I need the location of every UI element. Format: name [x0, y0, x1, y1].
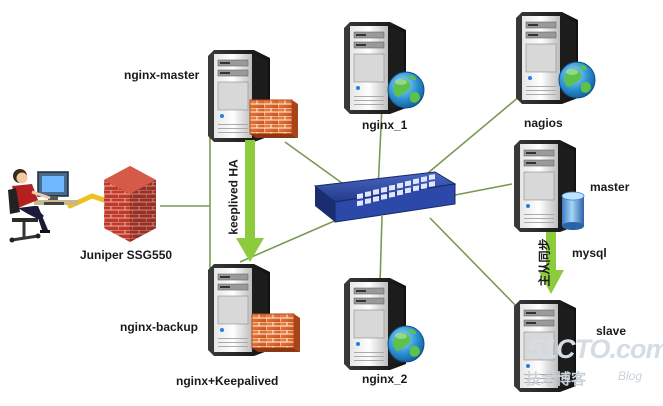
watermark-blog: Blog	[618, 369, 643, 383]
nagios-globe-icon	[558, 61, 596, 99]
replication-label: 主从同步	[537, 238, 552, 287]
juniper-firewall-icon	[104, 166, 156, 242]
link-switch-master	[449, 183, 513, 197]
nginx-master-firewall-icon	[249, 99, 299, 139]
nginx-1-label: nginx_1	[362, 118, 408, 132]
nginx-1-globe-icon	[387, 71, 425, 109]
mysql-database-icon	[561, 191, 585, 230]
watermark-line2: 技术博客	[526, 371, 587, 388]
replication-arrow	[538, 232, 564, 294]
nginx-2-globe-icon	[387, 325, 425, 363]
nginx-master-label: nginx-master	[124, 68, 200, 82]
link-switch-nginx2	[379, 215, 383, 285]
mysql-label: mysql	[572, 246, 607, 260]
nginx-backup-firewall-icon	[251, 313, 301, 353]
nginx-keepalived-label: nginx+Keepalived	[176, 374, 279, 388]
nginx-2-label: nginx_2	[362, 372, 408, 386]
keepalived-ha-arrow	[236, 140, 264, 262]
nginx-backup-label: nginx-backup	[120, 320, 199, 334]
nagios-label: nagios	[524, 116, 563, 130]
link-switch-slave	[429, 217, 521, 311]
juniper-label: Juniper SSG550	[80, 248, 173, 262]
watermark-site: 51CTO.com	[528, 334, 663, 364]
keepalived-ha-label: keeplived HA	[226, 159, 241, 235]
mysql-slave-label: slave	[596, 324, 627, 338]
user-workstation-icon	[8, 169, 78, 243]
mysql-master-label: master	[590, 180, 630, 194]
network-switch-icon	[313, 171, 457, 223]
network-links	[160, 95, 521, 311]
link-switch-nginx1	[377, 105, 383, 191]
